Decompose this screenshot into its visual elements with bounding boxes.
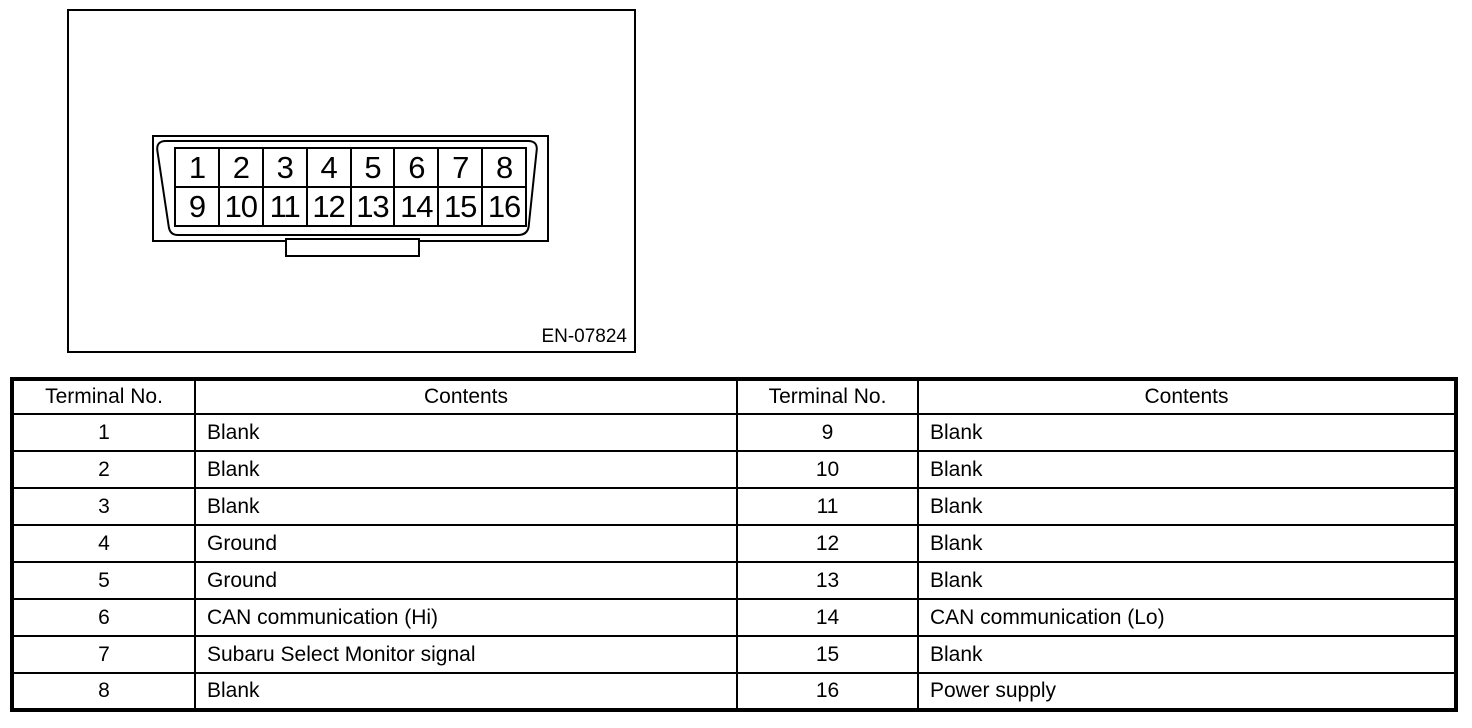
terminal-number-cell: 14 (736, 598, 919, 637)
pin-cell-5: 5 (351, 149, 394, 186)
pin-cell-12: 12 (307, 188, 350, 225)
contents-cell: Blank (194, 487, 738, 526)
pin-cell-7: 7 (439, 149, 482, 186)
pin-cell-15: 15 (439, 188, 482, 225)
contents-cell: CAN communication (Hi) (194, 598, 738, 637)
contents-cell: Blank (917, 561, 1457, 600)
column-header-terminal-no-right: Terminal No. (736, 378, 919, 415)
pin-cell-16: 16 (483, 188, 525, 225)
pin-cell-3: 3 (263, 149, 306, 186)
terminal-number-cell: 1 (11, 413, 196, 452)
terminal-number-cell: 12 (736, 524, 919, 563)
terminal-number-cell: 15 (736, 635, 919, 674)
pin-cell-2: 2 (219, 149, 262, 186)
contents-cell: Blank (917, 450, 1457, 489)
table-row: 1 Blank 9 Blank (11, 413, 1457, 452)
contents-cell: Ground (194, 524, 738, 563)
pin-cell-6: 6 (395, 149, 438, 186)
table-row: 6 CAN communication (Hi) 14 CAN communic… (11, 598, 1457, 637)
terminal-number-cell: 13 (736, 561, 919, 600)
table-row: 4 Ground 12 Blank (11, 524, 1457, 563)
pin-cell-4: 4 (307, 149, 350, 186)
terminal-number-cell: 9 (736, 413, 919, 452)
contents-cell: CAN communication (Lo) (917, 598, 1457, 637)
contents-cell: Blank (194, 450, 738, 489)
terminal-number-cell: 10 (736, 450, 919, 489)
terminal-number-cell: 3 (11, 487, 196, 526)
terminal-number-cell: 8 (11, 672, 196, 711)
pin-cell-10: 10 (219, 188, 262, 225)
terminal-number-cell: 11 (736, 487, 919, 526)
table-row: 3 Blank 11 Blank (11, 487, 1457, 526)
terminal-number-cell: 6 (11, 598, 196, 637)
pin-cell-8: 8 (483, 149, 525, 186)
pin-cell-13: 13 (351, 188, 394, 225)
contents-cell: Blank (917, 487, 1457, 526)
column-header-terminal-no-left: Terminal No. (11, 378, 196, 415)
table-row: 8 Blank 16 Power supply (11, 672, 1457, 711)
pin-grid: 1 2 3 4 5 6 7 8 9 10 11 12 13 14 15 16 (174, 147, 527, 227)
pin-cell-11: 11 (263, 188, 306, 225)
table-row: 2 Blank 10 Blank (11, 450, 1457, 489)
terminal-number-cell: 2 (11, 450, 196, 489)
contents-cell: Ground (194, 561, 738, 600)
contents-cell: Power supply (917, 672, 1457, 711)
connector-bottom-tab (285, 238, 420, 257)
column-header-contents-left: Contents (194, 378, 738, 415)
terminal-number-cell: 7 (11, 635, 196, 674)
contents-cell: Subaru Select Monitor signal (194, 635, 738, 674)
figure-reference-label: EN-07824 (541, 326, 627, 347)
table-row: 7 Subaru Select Monitor signal 15 Blank (11, 635, 1457, 674)
contents-cell: Blank (194, 672, 738, 711)
pin-cell-14: 14 (395, 188, 438, 225)
contents-cell: Blank (917, 635, 1457, 674)
contents-cell: Blank (917, 413, 1457, 452)
contents-cell: Blank (194, 413, 738, 452)
table-row: 5 Ground 13 Blank (11, 561, 1457, 600)
terminal-number-cell: 5 (11, 561, 196, 600)
terminal-table: Terminal No. Contents Terminal No. Conte… (10, 377, 1458, 712)
terminal-number-cell: 4 (11, 524, 196, 563)
table-header-row: Terminal No. Contents Terminal No. Conte… (11, 378, 1457, 415)
connector-face-outline (156, 140, 538, 236)
contents-cell: Blank (917, 524, 1457, 563)
connector-figure-box: 1 2 3 4 5 6 7 8 9 10 11 12 13 14 15 16 E… (67, 9, 636, 353)
pin-cell-9: 9 (176, 188, 218, 225)
column-header-contents-right: Contents (917, 378, 1457, 415)
terminal-number-cell: 16 (736, 672, 919, 711)
pin-cell-1: 1 (176, 149, 218, 186)
